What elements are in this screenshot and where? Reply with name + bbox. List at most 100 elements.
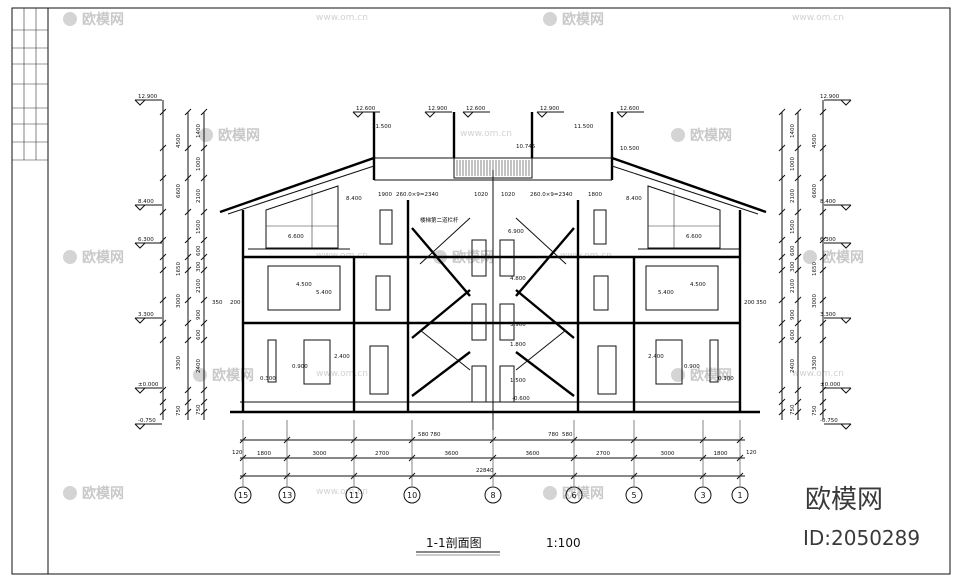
watermark-emblem-icon <box>543 12 557 26</box>
vertical-dimension-left: 1000 <box>196 157 202 171</box>
elevation-right: 8.400 <box>820 199 836 205</box>
watermark-logo: 欧模网 <box>212 367 254 384</box>
level-marks: 12.900 8.400 6.300 3.300 ±0.000 -0.750 12.900 8… <box>134 94 852 430</box>
floor-level: 2.400 <box>334 354 350 360</box>
dim-200a: 200 <box>230 300 241 306</box>
span-dimension: 3000 <box>661 451 675 457</box>
vertical-dimension-right: 2100 <box>790 189 796 203</box>
elevation-left: 6.300 <box>138 237 154 243</box>
elevation-top: 12.900 <box>428 106 448 112</box>
vertical-dimension-left: 300 <box>196 261 202 272</box>
vertical-dimension-outer-right: 3300 <box>812 356 818 370</box>
axis-label: 10 <box>407 491 417 500</box>
floor-level: 5.400 <box>658 290 674 296</box>
elevation-left: 12.900 <box>138 94 158 100</box>
axis-bubble <box>345 486 363 504</box>
floor-level: 8.400 <box>346 196 362 202</box>
ridge-level-4: 10.500 <box>620 146 640 152</box>
vertical-dimension-outer-left: 4500 <box>176 134 182 148</box>
axis-label: 1 <box>738 491 743 500</box>
watermark-logo: 欧模网 <box>562 485 604 502</box>
floor-level: 6.600 <box>686 234 702 240</box>
vertical-dimension-left: 600 <box>196 245 202 256</box>
watermark-logo: 欧模网 <box>822 249 864 266</box>
watermark-emblem-icon <box>63 12 77 26</box>
watermark-emblem-icon <box>671 368 685 382</box>
watermark-logo: 欧模网 <box>690 367 732 384</box>
brand-name: 欧模网 <box>805 485 883 515</box>
axis-label: 5 <box>632 491 637 500</box>
edge-offset-right: 120 <box>746 450 757 456</box>
vertical-dimension-right: 2100 <box>790 279 796 293</box>
vertical-dimension-right: 600 <box>790 245 796 256</box>
elevation-left: 8.400 <box>138 199 154 205</box>
watermark-logo: 欧模网 <box>82 485 124 502</box>
dim-780a: 780 <box>430 432 441 438</box>
dim-350a: 350 <box>212 300 223 306</box>
vertical-dimension-left: 1400 <box>196 124 202 138</box>
ridge-level-1: 11.500 <box>372 124 392 130</box>
dim-780b: 780 <box>548 432 559 438</box>
drawing-title: 1-1剖面图 <box>426 536 482 550</box>
dim-1800: 1800 <box>588 192 602 198</box>
floor-level: 8.400 <box>626 196 642 202</box>
vertical-dimension-outer-right: 4500 <box>812 134 818 148</box>
watermark-emblem-icon <box>63 486 77 500</box>
floor-level: -0.600 <box>512 396 530 402</box>
dim-1020a: 1020 <box>474 192 488 198</box>
watermark-emblem-icon <box>803 250 817 264</box>
elevation-top: 12.900 <box>540 106 560 112</box>
elevation-top: 12.600 <box>620 106 640 112</box>
axis-label: 3 <box>701 491 706 500</box>
vertical-dimension-outer-left: 750 <box>176 405 182 416</box>
watermark-emblem-icon <box>543 486 557 500</box>
floor-level: 6.900 <box>508 229 524 235</box>
vertical-dimension-right: 1500 <box>790 220 796 234</box>
elevation-right: 3.300 <box>820 312 836 318</box>
vertical-dimension-right: 750 <box>790 404 796 415</box>
roof-railing <box>456 160 530 176</box>
dim-350b: 350 <box>756 300 767 306</box>
vertical-dimensions: 1400100021001500600300210090060024007501… <box>176 124 818 416</box>
floor-level: 4.500 <box>690 282 706 288</box>
brand-stamp: 欧模网 ID:2050289 <box>803 485 920 550</box>
vertical-dimension-left: 1500 <box>196 220 202 234</box>
watermark-url: www.om.cn <box>792 369 844 379</box>
dim-1020b: 1020 <box>501 192 515 198</box>
elevation-right: ±0.000 <box>820 382 841 388</box>
brand-id: ID:2050289 <box>803 526 920 550</box>
elevation-right: 6.300 <box>820 237 836 243</box>
ridge-level-2: 11.500 <box>574 124 594 130</box>
floor-level: 0.300 <box>260 376 276 382</box>
floor-slabs <box>243 248 740 325</box>
stair-flights <box>411 170 575 430</box>
drawing-scale: 1:100 <box>546 536 581 550</box>
axis-bubble <box>625 486 643 504</box>
watermark-url: www.om.cn <box>792 13 844 23</box>
span-dimension: 2700 <box>375 451 389 457</box>
stair-note: 楼梯第二道栏杆 <box>420 216 459 224</box>
span-dimension: 3600 <box>445 451 459 457</box>
floor-level: 4.800 <box>510 276 526 282</box>
drawing-title-block: 1-1剖面图 1:100 <box>416 536 581 556</box>
axis-bubble <box>484 486 502 504</box>
axis-label: 8 <box>491 491 496 500</box>
watermark-logo: 欧模网 <box>218 127 260 144</box>
watermark-url: www.om.cn <box>316 369 368 379</box>
watermark-emblem-icon <box>671 128 685 142</box>
dim-1900: 1900 <box>378 192 392 198</box>
span-dimension: 2700 <box>596 451 610 457</box>
span-dimension: 3600 <box>526 451 540 457</box>
axis-bubble <box>694 486 712 504</box>
elevation-left: ±0.000 <box>138 382 159 388</box>
vertical-dimension-right: 900 <box>790 309 796 320</box>
watermark-url: www.om.cn <box>316 13 368 23</box>
floor-level: 0.900 <box>684 364 700 370</box>
elevation-right: -0.750 <box>820 418 838 424</box>
vertical-dimension-left: 900 <box>196 309 202 320</box>
elevation-top: 12.600 <box>356 106 376 112</box>
vertical-dimension-right: 1000 <box>790 157 796 171</box>
watermark-logo: 欧模网 <box>690 127 732 144</box>
